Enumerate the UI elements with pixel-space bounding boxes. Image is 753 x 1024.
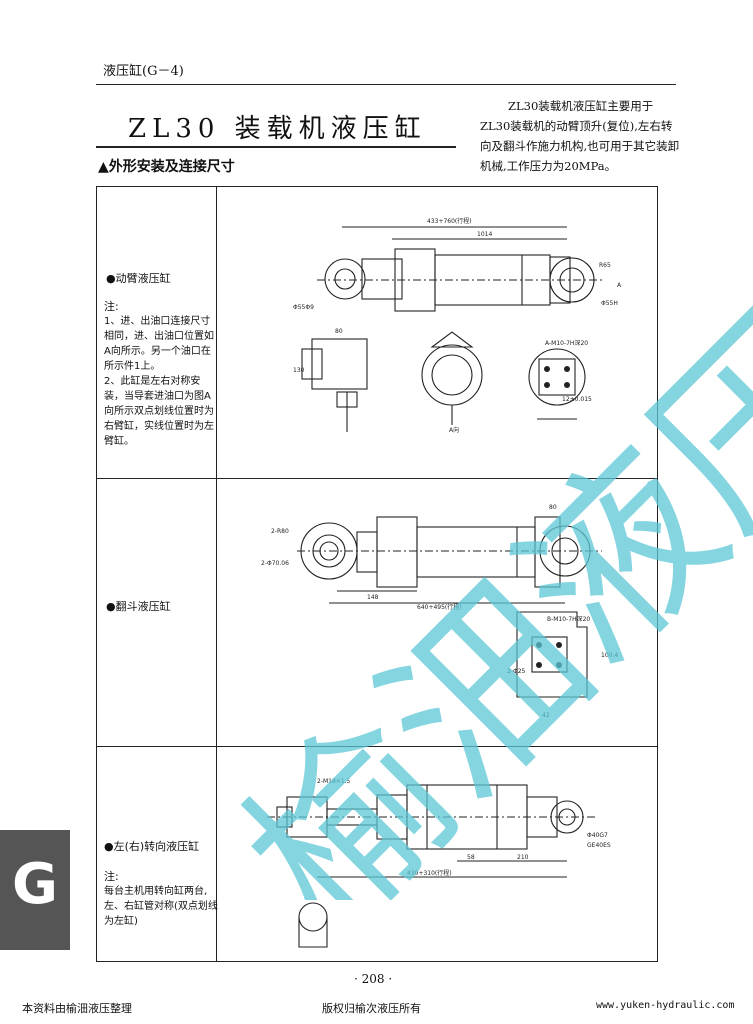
footer-url[interactable]: www.yuken-hydraulic.com bbox=[596, 1000, 735, 1011]
row-divider-1 bbox=[96, 478, 658, 479]
dim-t2-steer: GE40ES bbox=[587, 842, 611, 849]
dim-l2-steer: 210 bbox=[517, 854, 529, 861]
description-text: ZL30装载机液压缸主要用于ZL30装载机的动臂顶升(复位),左右转向及翻斗作施… bbox=[480, 99, 680, 173]
dim-stroke-1: 433+760(行程) bbox=[427, 217, 472, 225]
bucket-cylinder-drawing: 2-R80 2-Φ70.06 148 640+495(行程) 80 B-M10-… bbox=[261, 504, 618, 719]
title-underline bbox=[96, 146, 456, 148]
boom-cylinder-drawing: 433+760(行程) 1014 Φ55Φ9 Φ55H R65 A 80 130… bbox=[293, 217, 622, 434]
footer-center: 版权归榆次液压所有 bbox=[322, 1002, 421, 1015]
note-text-steering: 每台主机用转向缸两台,左、右缸管对称(双点划线为左缸) bbox=[104, 886, 218, 927]
section-subtitle: ▲外形安装及连接尺寸 bbox=[98, 159, 235, 175]
row-divider-2 bbox=[96, 746, 658, 747]
dim-t3-steer: Φ40G7 bbox=[587, 832, 608, 839]
section-title-bucket-cylinder: ●翻斗液压缸 bbox=[106, 600, 171, 613]
note-title: 注: bbox=[104, 870, 119, 883]
dim-a: A bbox=[617, 282, 622, 289]
dim-t2-bucket: 2-Φ70.06 bbox=[261, 560, 289, 567]
section-title-boom-cylinder: ●动臂液压缸 bbox=[106, 272, 171, 285]
steering-cylinder-drawing: 2-M18×1.5 Φ40G7 GE40ES 58 210 430+310(行程… bbox=[267, 778, 611, 948]
technical-drawings: 433+760(行程) 1014 Φ55Φ9 Φ55H R65 A 80 130… bbox=[261, 217, 622, 948]
dim-t3-bucket: B-M10-7H深20 bbox=[547, 615, 590, 623]
section-title-steering-cylinder: ●左(右)转向液压缸 bbox=[104, 840, 200, 853]
dim-t2: 12±0.015 bbox=[562, 396, 592, 403]
dim-p1: 80 bbox=[335, 328, 343, 335]
note-title: 注: bbox=[104, 300, 119, 313]
footer-left: 本资料由榆沺液压整理 bbox=[22, 1002, 132, 1015]
header-divider bbox=[96, 84, 676, 85]
dim-t5-bucket: 100.4 bbox=[601, 652, 618, 659]
dim-t1: A-M10-7H深20 bbox=[545, 339, 588, 347]
dim-l1-steer: 58 bbox=[467, 854, 475, 861]
dim-t1-bucket: 2-R80 bbox=[271, 528, 289, 535]
page-title: ZL30 装载机液压缸 bbox=[128, 114, 427, 144]
dim-d1: Φ55Φ9 bbox=[293, 304, 314, 311]
side-tab bbox=[0, 830, 70, 950]
dim-t6-bucket: 42 bbox=[542, 712, 550, 719]
dim-t4-bucket: 2-Φ25 bbox=[507, 668, 526, 675]
column-divider bbox=[216, 186, 217, 962]
table-frame bbox=[96, 186, 658, 962]
dim-l1-bucket: 148 bbox=[367, 594, 379, 601]
dim-t1-steer: 2-M18×1.5 bbox=[317, 778, 351, 785]
dim-d2: Φ55H bbox=[601, 300, 618, 307]
header-label: 液压缸(G－4) bbox=[103, 64, 184, 79]
dim-stroke-bucket: 640+495(行程) bbox=[417, 603, 462, 611]
dim-length-1: 1014 bbox=[477, 231, 492, 238]
dim-a-view: A向 bbox=[449, 426, 459, 434]
note-text-boom: 1、进、出油口连接尺寸相同，进、出油口位置如A向所示。另一个油口在所示件1上。 … bbox=[104, 316, 214, 447]
page-number: · 208 · bbox=[354, 972, 393, 986]
dim-l2-bucket: 80 bbox=[549, 504, 557, 511]
dim-stroke-steer: 430+310(行程) bbox=[407, 869, 452, 877]
side-tab-letter: G bbox=[12, 852, 58, 917]
dim-p2: 130 bbox=[293, 367, 305, 374]
dim-r: R65 bbox=[599, 262, 611, 269]
